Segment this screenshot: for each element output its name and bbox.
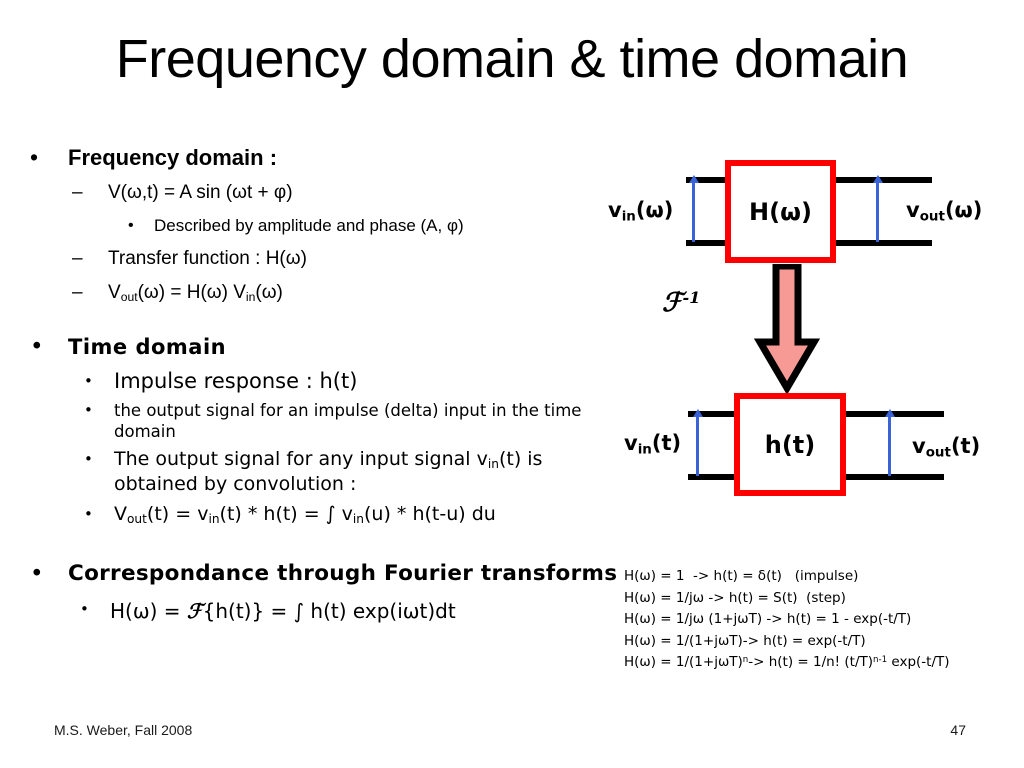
bullet-text: Described by amplitude and phase (A, φ) — [154, 216, 464, 235]
block-diagram: H(ω) vin(ω) vout(ω) ℱ-1 h(t) vin(t) vout… — [600, 140, 1024, 520]
top-input-label: vin(ω) — [608, 198, 674, 225]
bullet-convolution-formula: • Vout(t) = vin(t) * h(t) = ∫ vin(u) * h… — [24, 502, 624, 527]
formula-row-impulse: H(ω) = 1 -> h(t) = δ(t) (impulse) — [624, 568, 859, 584]
outline-block-frequency-domain: • Frequency domain : – V(ω,t) = A sin (ω… — [24, 142, 624, 307]
bullet-text-rich: Vout(ω) = H(ω) Vin(ω) — [108, 282, 283, 305]
bullet-text: V(ω,t) = A sin (ωt + φ) — [108, 182, 293, 203]
page-title: Frequency domain & time domain — [115, 29, 909, 89]
top-output-label: vout(ω) — [906, 198, 983, 225]
bullet-frequency-domain: • Frequency domain : — [24, 142, 624, 173]
bullet-marker: • — [30, 561, 44, 587]
bullet-output-signal-impulse: • the output signal for an impulse (delt… — [24, 400, 624, 442]
bottom-output-terminal-lower — [844, 474, 944, 480]
bullet-described-by-amplitude-phase: • Described by amplitude and phase (A, φ… — [24, 213, 624, 239]
arrow-exponent: -1 — [682, 287, 701, 307]
bullet-output-signal-convolution: • The output signal for any input signal… — [24, 447, 624, 497]
transfer-function-box: H(ω) — [725, 160, 836, 263]
outline-block-fourier: • Correspondance through Fourier transfo… — [24, 557, 624, 626]
outline-block-time-domain: • Time domain • Impulse response : h(t) … — [24, 331, 624, 527]
bullet-text-rich: The output signal for any input signal v… — [114, 448, 543, 495]
top-output-terminal-lower — [836, 240, 932, 246]
script-f-icon: ℱ — [186, 599, 203, 623]
bullet-marker: – — [72, 282, 83, 303]
bottom-output-label: vout(t) — [912, 434, 981, 461]
formula-row-nth-order: H(ω) = 1/(1+jωT)n-> h(t) = 1/n! (t/T)n-1… — [624, 654, 950, 670]
bottom-output-arrow-icon — [884, 409, 895, 476]
bullet-impulse-response: • Impulse response : h(t) — [24, 368, 624, 395]
bullet-marker: • — [84, 401, 93, 419]
bullet-marker: – — [72, 182, 83, 203]
impulse-response-box: h(t) — [734, 393, 846, 496]
impulse-response-label: h(t) — [764, 430, 816, 459]
top-output-terminal-upper — [836, 177, 932, 183]
bullet-marker: • — [84, 505, 93, 523]
bottom-input-label: vin(t) — [624, 431, 682, 458]
bullet-text: Frequency domain : — [68, 145, 278, 170]
formula-row-step: H(ω) = 1/jω -> h(t) = S(t) (step) — [624, 589, 846, 606]
footer-page-number: 47 — [950, 722, 966, 738]
outline-body: • Frequency domain : – V(ω,t) = A sin (ω… — [24, 142, 624, 626]
bullet-text: Correspondance through Fourier transform… — [68, 561, 618, 586]
formula-list: H(ω) = 1 -> h(t) = δ(t) (impulse) H(ω) =… — [624, 566, 1016, 674]
formula-row-first-order-lowpass: H(ω) = 1/(1+jωT)-> h(t) = exp(-t/T) — [624, 632, 866, 649]
bullet-marker: • — [30, 334, 44, 360]
formula-row-first-order-integrator: H(ω) = 1/jω (1+jωT) -> h(t) = 1 - exp(-t… — [624, 611, 912, 627]
bullet-text: Transfer function : H(ω) — [108, 248, 307, 269]
script-f-glyph: ℱ — [662, 288, 683, 318]
bullet-text-rich: Vout(t) = vin(t) * h(t) = ∫ vin(u) * h(t… — [114, 503, 496, 527]
bullet-marker: – — [72, 248, 83, 269]
transfer-function-label: H(ω) — [749, 197, 812, 226]
inverse-fourier-arrow-icon — [753, 264, 821, 394]
bullet-transfer-function: – Transfer function : H(ω) — [24, 244, 624, 273]
bullet-fourier-formula: • H(ω) = ℱ{h(t)} = ∫ h(t) exp(iωt)dt — [24, 596, 624, 626]
top-input-arrow-icon — [688, 175, 699, 242]
bullet-time-domain: • Time domain — [24, 331, 624, 363]
bullet-text-rich: H(ω) = ℱ{h(t)} = ∫ h(t) exp(iωt)dt — [110, 599, 456, 623]
inverse-fourier-label: ℱ-1 — [662, 288, 700, 318]
bullet-correspondance: • Correspondance through Fourier transfo… — [24, 557, 624, 591]
bullet-marker: • — [80, 600, 89, 618]
bullet-text: Impulse response : h(t) — [114, 369, 358, 393]
top-output-arrow-icon — [872, 175, 883, 242]
bottom-input-arrow-icon — [692, 409, 703, 476]
bullet-marker: • — [30, 144, 39, 170]
bullet-marker: • — [128, 217, 134, 234]
bullet-marker: • — [84, 372, 93, 390]
footer-author: M.S. Weber, Fall 2008 — [54, 722, 193, 738]
bullet-v-omega-t: – V(ω,t) = A sin (ωt + φ) — [24, 178, 624, 207]
bullet-text: the output signal for an impulse (delta)… — [114, 401, 582, 441]
bullet-text: Time domain — [68, 335, 227, 359]
bullet-vout-equals-h-vin: – Vout(ω) = H(ω) Vin(ω) — [24, 278, 624, 307]
bullet-marker: • — [84, 450, 93, 468]
